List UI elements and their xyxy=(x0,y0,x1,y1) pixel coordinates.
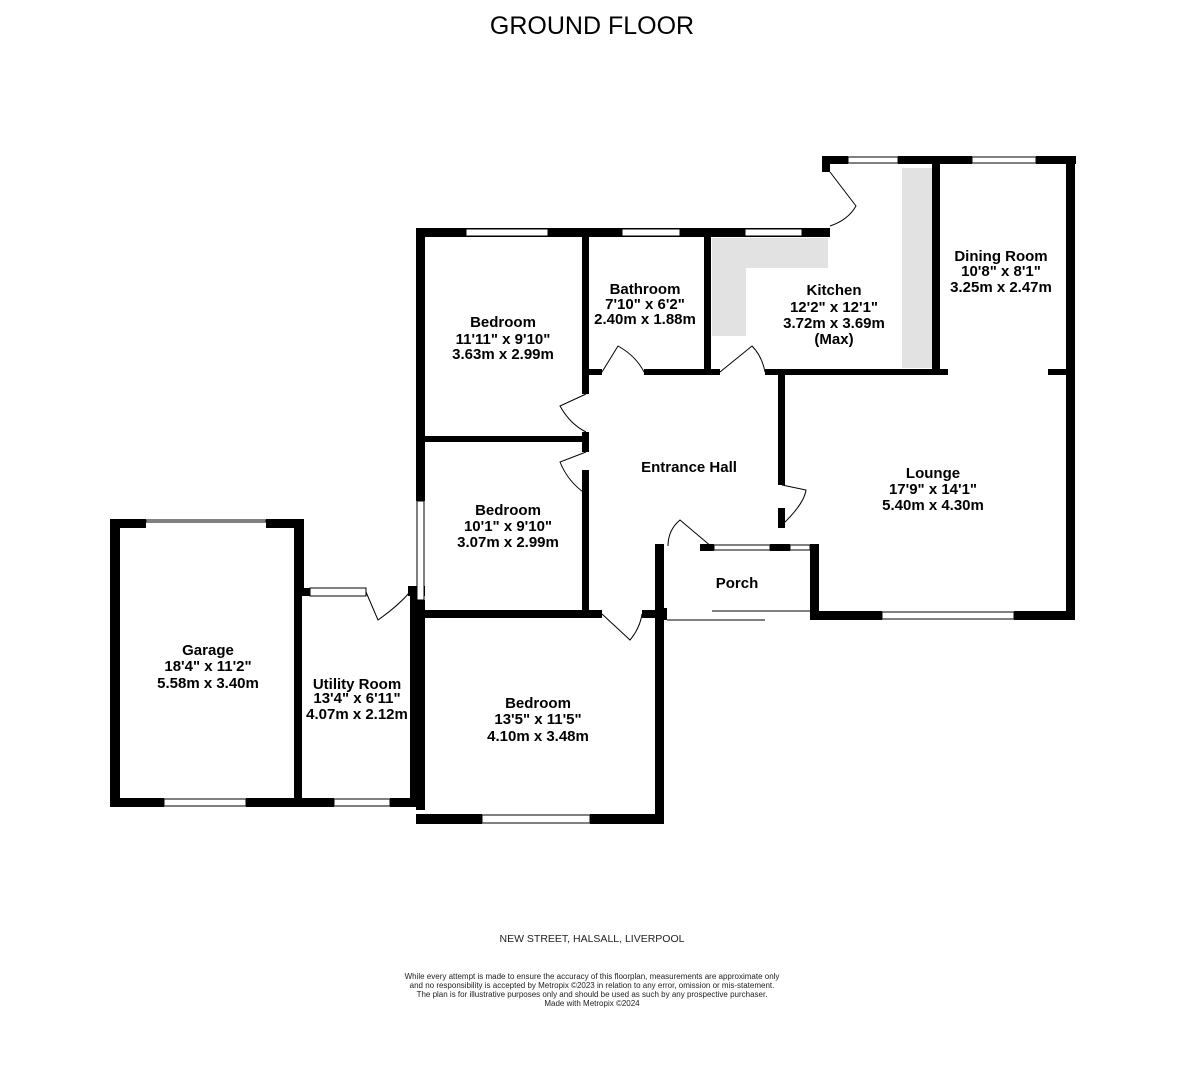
bathroom-metric: 2.40m x 1.88m xyxy=(594,311,696,328)
utility-imperial: 13'4" x 6'11" xyxy=(313,690,400,707)
bedroom1-imperial: 11'11" x 9'10" xyxy=(456,331,551,348)
kitchen-name: Kitchen xyxy=(806,282,861,299)
garage-metric: 5.58m x 3.40m xyxy=(157,675,259,692)
garage-imperial: 18'4" x 11'2" xyxy=(164,658,251,675)
bedroom2-metric: 3.07m x 2.99m xyxy=(457,534,559,551)
kitchen-units xyxy=(712,168,932,368)
disclaimer-line: and no responsibility is accepted by Met… xyxy=(409,981,775,990)
disclaimer-line: While every attempt is made to ensure th… xyxy=(404,972,780,981)
disclaimer-line: Made with Metropix ©2024 xyxy=(544,999,640,1008)
garage-name: Garage xyxy=(182,642,234,659)
lounge-imperial: 17'9" x 14'1" xyxy=(889,481,977,498)
kitchen-note: (Max) xyxy=(814,331,853,348)
bedroom3-imperial: 13'5" x 11'5" xyxy=(494,711,581,728)
utility-metric: 4.07m x 2.12m xyxy=(306,706,408,723)
kitchen-imperial: 12'2" x 12'1" xyxy=(790,299,878,316)
bedroom1-metric: 3.63m x 2.99m xyxy=(452,346,554,363)
windows xyxy=(145,156,1037,824)
plan-title: GROUND FLOOR xyxy=(489,12,695,40)
lounge-name: Lounge xyxy=(906,465,960,482)
walls xyxy=(110,156,1076,824)
utility-name: Utility Room xyxy=(313,676,401,693)
entrance-name: Entrance Hall xyxy=(641,459,737,476)
bedroom1-name: Bedroom xyxy=(470,314,536,331)
bedroom2-imperial: 10'1" x 9'10" xyxy=(464,518,552,535)
room-labels: Bedroom 11'11" x 9'10" 3.63m x 2.99m Bat… xyxy=(157,248,1052,745)
disclaimer: While every attempt is made to ensure th… xyxy=(0,972,1184,1008)
bedroom3-metric: 4.10m x 3.48m xyxy=(487,728,589,745)
porch-name: Porch xyxy=(716,575,759,592)
dining-imperial: 10'8" x 8'1" xyxy=(961,263,1041,280)
disclaimer-line: The plan is for illustrative purposes on… xyxy=(416,990,768,999)
bedroom3-name: Bedroom xyxy=(505,695,571,712)
property-address: NEW STREET, HALSALL, LIVERPOOL xyxy=(499,933,685,945)
lounge-metric: 5.40m x 4.30m xyxy=(882,497,984,514)
door-swings xyxy=(365,171,857,641)
dining-metric: 3.25m x 2.47m xyxy=(950,279,1052,296)
bedroom2-name: Bedroom xyxy=(475,502,541,519)
dining-name: Dining Room xyxy=(954,248,1047,265)
bathroom-name: Bathroom xyxy=(610,281,681,298)
kitchen-metric: 3.72m x 3.69m xyxy=(783,315,885,332)
bathroom-imperial: 7'10" x 6'2" xyxy=(605,296,685,313)
